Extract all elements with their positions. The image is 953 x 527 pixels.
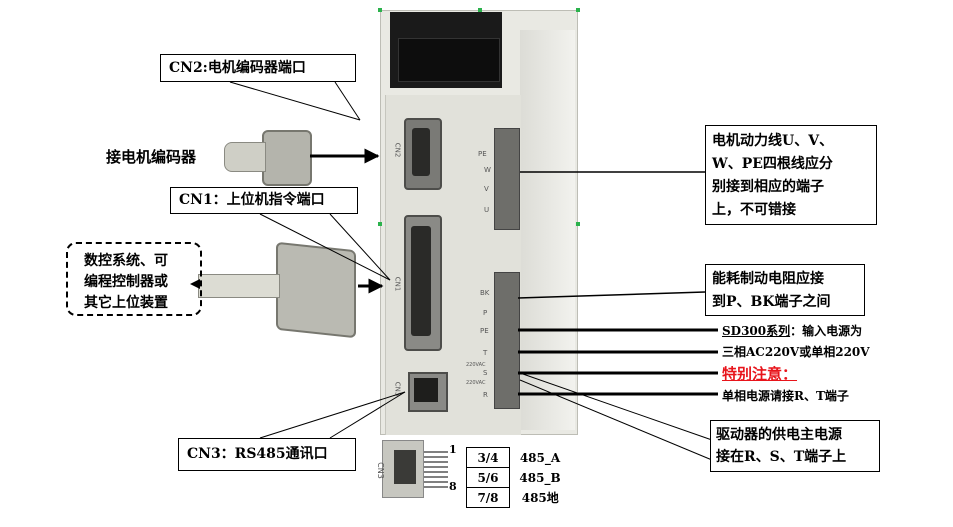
panel-label-w: W	[484, 166, 491, 174]
encoder-cable	[224, 142, 266, 172]
host-arrow-left-head	[190, 279, 200, 289]
main-power-line-1: 驱动器的供电主电源	[716, 427, 842, 443]
pin-cell: 5/6	[466, 467, 510, 488]
sd300-line-2: 三相AC220V或单相220V	[722, 345, 870, 359]
cn1-socket	[411, 226, 431, 336]
pin-table: 3/4 485_A 5/6 485_B 7/8 485地	[466, 447, 571, 508]
host-line-3: 其它上位装置	[84, 295, 168, 311]
encoder-label: 接电机编码器	[106, 148, 197, 166]
motor-terminal-block	[494, 128, 520, 230]
motor-power-line-3: 别接到相应的端子	[712, 179, 824, 195]
table-row: 7/8 485地	[466, 487, 571, 508]
panel-label-r: R	[483, 391, 488, 399]
handle-ml	[378, 222, 382, 226]
main-power-leader-1	[519, 372, 713, 441]
host-line-1: 数控系统、可	[84, 253, 168, 269]
brake-line-1: 能耗制动电阻应接	[712, 271, 824, 287]
main-power-callout	[710, 420, 880, 472]
panel-label-220vac-1: 220VAC	[466, 362, 486, 368]
encoder-plug-body	[262, 130, 312, 186]
cn1-leader-line	[259, 213, 391, 281]
cn2-leader-line-2	[334, 81, 361, 121]
handle-tc	[478, 8, 482, 12]
attention-label: 特别注意：	[722, 365, 798, 383]
cn3-socket	[414, 378, 438, 402]
motor-power-line-4: 上，不可错接	[712, 202, 796, 218]
host-line-2: 编程控制器或	[84, 274, 168, 290]
pin-cell: 7/8	[466, 487, 510, 508]
cn3-leader-line-2	[259, 391, 406, 439]
main-power-leader-2	[519, 379, 713, 461]
sd300-note: SD300系列：输入电源为	[722, 322, 862, 339]
signal-cell: 485地	[521, 491, 559, 505]
sd300-title: SD300系列	[722, 324, 791, 338]
pin-cell: 3/4	[466, 447, 510, 468]
panel-label-v: V	[484, 185, 489, 193]
rj45-socket	[394, 450, 416, 484]
motor-power-line-1: 电机动力线U、V、	[712, 133, 834, 149]
panel-label-pe-top: PE	[478, 150, 487, 158]
handle-tl	[378, 8, 382, 12]
handle-mr	[576, 222, 580, 226]
cn3-callout: CN3：RS485通讯口	[178, 438, 356, 471]
cn1-leader-line-2	[329, 213, 391, 281]
panel-label-p: P	[483, 309, 488, 317]
panel-label-pe: PE	[480, 327, 489, 335]
rj45-label: CN3	[375, 462, 385, 479]
table-row: 3/4 485_A	[466, 447, 571, 468]
drive-heatsink	[520, 30, 575, 430]
signal-cell: 485_A	[519, 450, 561, 465]
single-phase-note: 单相电源请接R、T端子	[722, 389, 849, 403]
panel-label-s: S	[483, 369, 488, 377]
host-device-box	[66, 242, 202, 316]
cn3-leader-line	[329, 391, 406, 439]
cn2-callout: CN2:电机编码器端口	[160, 54, 356, 82]
host-cable	[198, 274, 280, 298]
motor-power-line-2: W、PE四根线应分	[712, 156, 833, 172]
motor-power-callout	[705, 125, 877, 225]
brake-line-2: 到P、BK端子之间	[712, 294, 831, 310]
sd300-rest: ：输入电源为	[790, 324, 863, 338]
handle-tr	[576, 8, 580, 12]
panel-label-t: T	[483, 349, 488, 357]
panel-label-220vac-2: 220VAC	[466, 380, 486, 386]
panel-label-u: U	[484, 206, 490, 214]
brake-callout	[705, 264, 865, 316]
rj45-pin-first: 1	[449, 443, 457, 456]
power-terminal-block	[494, 272, 520, 409]
cn2-socket	[412, 128, 430, 176]
cn2-leader-line	[229, 81, 361, 121]
rj45-pin-last: 8	[449, 480, 457, 493]
main-power-line-2: 接在R、S、T端子上	[716, 449, 847, 465]
panel-label-bk: BK	[480, 289, 490, 297]
brake-leader-line	[517, 291, 706, 299]
signal-cell: 485_B	[519, 470, 561, 485]
drive-top-window	[398, 38, 500, 82]
cn1-callout: CN1：上位机指令端口	[170, 187, 358, 214]
table-row: 5/6 485_B	[466, 467, 571, 488]
